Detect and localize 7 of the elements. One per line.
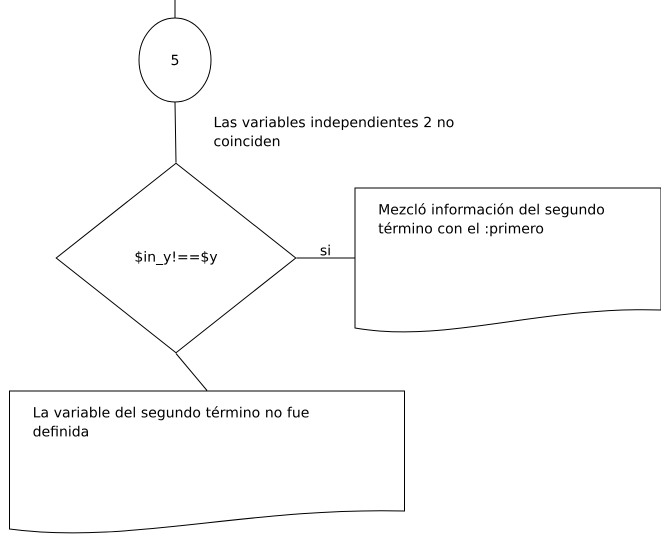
note-text: Las variables independientes 2 no coinciden <box>214 116 454 146</box>
document-box: Mezcló información del segundo término con el :primero <box>354 188 661 332</box>
connector-line <box>176 353 208 391</box>
connector-line <box>174 0 176 18</box>
document-box: La variable del segundo término no fue definida <box>9 390 405 534</box>
edge-label: si <box>318 242 334 258</box>
connector-line <box>174 102 176 163</box>
